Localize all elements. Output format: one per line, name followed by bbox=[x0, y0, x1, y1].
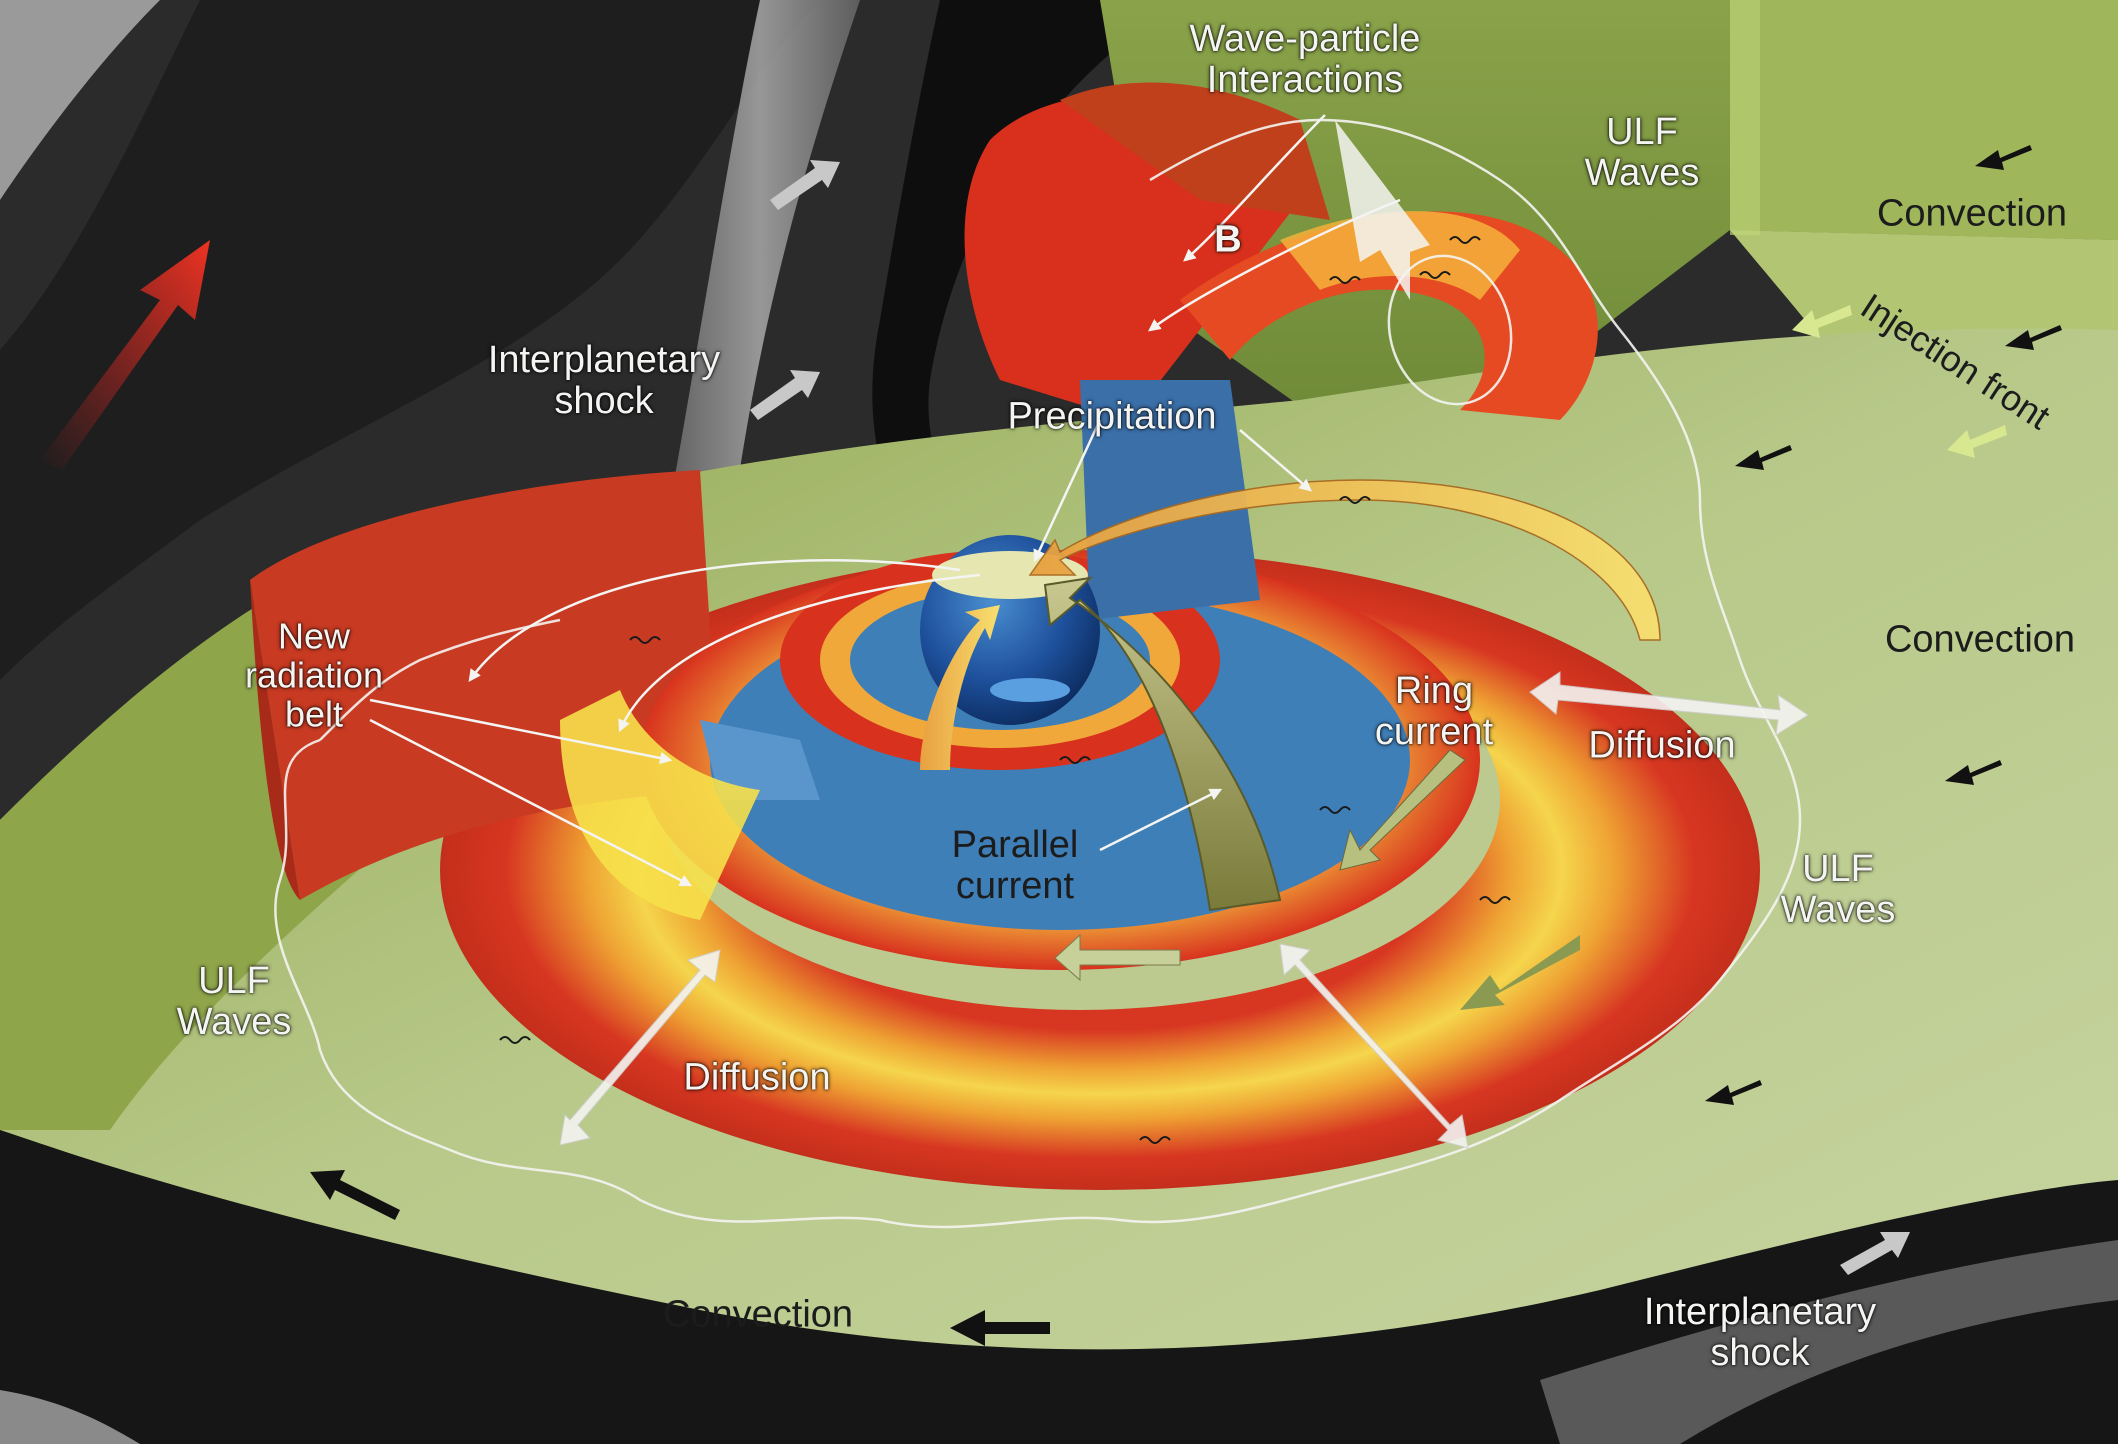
convection-label-top: Convection bbox=[1876, 192, 2068, 235]
interplanetary-shock-label-bottom: Interplanetary shock bbox=[1643, 1290, 1877, 1374]
ulf-waves-label-top: ULF Waves bbox=[1584, 110, 1700, 194]
diffusion-label-bottom: Diffusion bbox=[683, 1056, 831, 1099]
convection-label-bottom: Convection bbox=[662, 1293, 854, 1336]
new-radiation-belt-label: New radiation belt bbox=[244, 615, 384, 735]
diffusion-label-right: Diffusion bbox=[1588, 724, 1736, 767]
ring-current-label: Ring current bbox=[1374, 669, 1494, 753]
ulf-waves-label-left: ULF Waves bbox=[176, 959, 292, 1043]
wave-particle-interactions-label: Wave-particle Interactions bbox=[1189, 17, 1421, 101]
convection-label-right: Convection bbox=[1884, 618, 2076, 661]
magnetic-field-b-label: B bbox=[1214, 218, 1242, 261]
precipitation-label: Precipitation bbox=[1007, 395, 1217, 438]
interplanetary-shock-label-top: Interplanetary shock bbox=[487, 338, 721, 422]
ulf-waves-label-right: ULF Waves bbox=[1780, 847, 1896, 931]
parallel-current-label: Parallel current bbox=[951, 823, 1079, 907]
